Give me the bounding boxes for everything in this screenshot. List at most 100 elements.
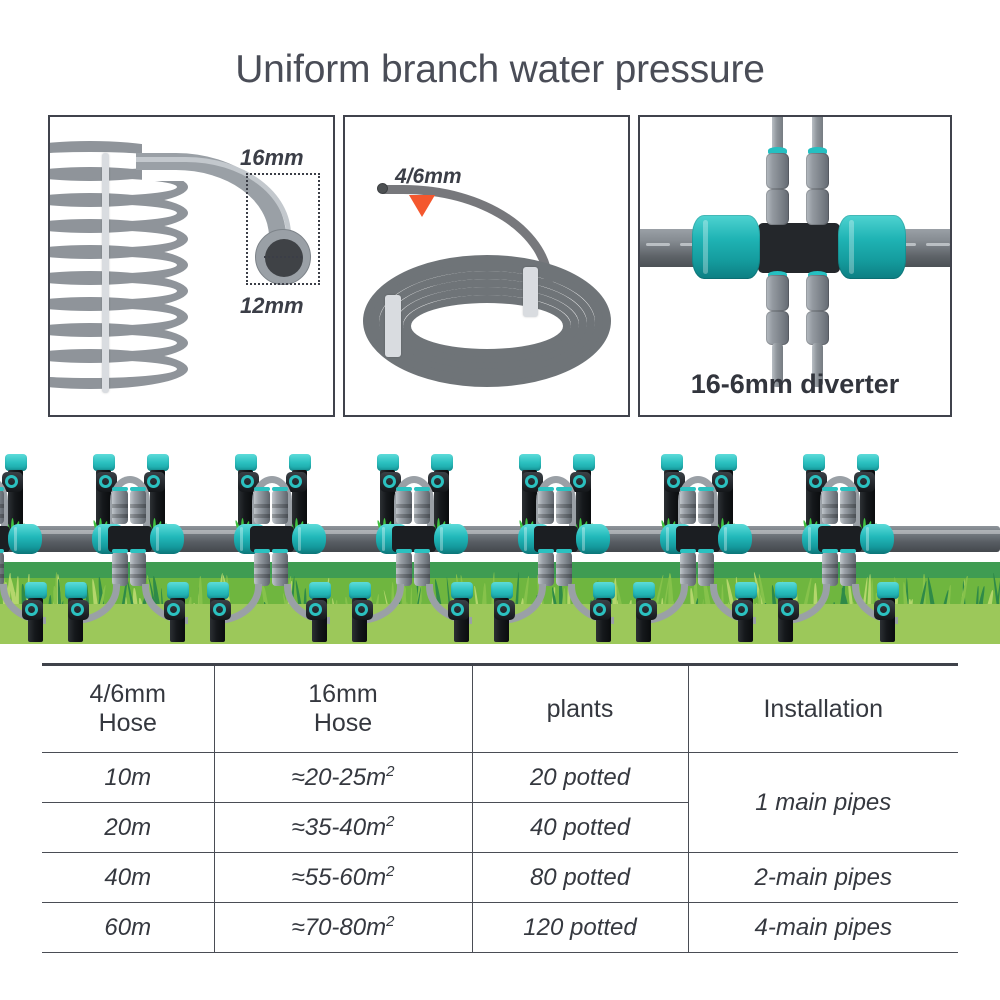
hose-connector (0, 552, 4, 586)
stake-cap (5, 454, 27, 471)
stake-ring (451, 603, 464, 616)
hose-connector (840, 490, 856, 524)
pointer-triangle-icon (409, 195, 435, 217)
stake-cap (309, 582, 331, 599)
grey-quick-fitting (766, 153, 789, 189)
stake-ring (289, 475, 302, 488)
hose-connector (414, 490, 430, 524)
cell-plants: 80 potted (472, 853, 688, 903)
stake-cap (775, 582, 797, 599)
spec-table-wrap: 4/6mmHose16mmHoseplantsInstallation10m≈2… (42, 663, 958, 953)
hose-connector (272, 552, 288, 586)
stake-ring (573, 475, 586, 488)
photo-panel-row: 16mm 12mm 4/6mm (48, 115, 952, 417)
table-header-cell: 4/6mmHose (42, 665, 214, 753)
panel3-caption: 16-6mm diverter (640, 369, 950, 400)
stake-ring (735, 603, 748, 616)
stake-cap (65, 582, 87, 599)
hose-connector (822, 552, 838, 586)
stake-cap (235, 454, 257, 471)
table-header-cell: Installation (688, 665, 958, 753)
hose-connector (680, 490, 696, 524)
stake-cap (167, 582, 189, 599)
stake-cap (857, 454, 879, 471)
stake-cap (207, 582, 229, 599)
cell-plants: 120 potted (472, 903, 688, 953)
cell-hose-16: ≈35-40m2 (214, 803, 472, 853)
panel1-label-16mm: 16mm (240, 145, 304, 171)
stake-cap (593, 582, 615, 599)
teal-compression-nut (860, 524, 894, 554)
stake-ring (25, 603, 38, 616)
stake-cap (377, 454, 399, 471)
diverter-body (758, 223, 840, 273)
stake-cap (289, 454, 311, 471)
stake-cap (735, 582, 757, 599)
hose-connector (130, 552, 146, 586)
coil-tie-strap (385, 295, 401, 357)
hose-connector (396, 552, 412, 586)
table-header-cell: 16mmHose (214, 665, 472, 753)
cell-installation: 1 main pipes (688, 753, 958, 853)
hose-coverage-spec-table: 4/6mmHose16mmHoseplantsInstallation10m≈2… (42, 663, 958, 953)
page-title: Uniform branch water pressure (0, 48, 1000, 92)
hose-connector (396, 490, 412, 524)
stake-ring (525, 475, 538, 488)
panel1-label-12mm: 12mm (240, 293, 304, 319)
stake-ring (383, 475, 396, 488)
stake-cap (661, 454, 683, 471)
hose-connector (680, 552, 696, 586)
dimension-line-inner (264, 256, 302, 258)
cell-hose-16: ≈20-25m2 (214, 753, 472, 803)
irrigation-unit (768, 432, 910, 644)
stake-ring (5, 475, 18, 488)
irrigation-unit (200, 432, 342, 644)
cell-installation: 4-main pipes (688, 903, 958, 953)
table-row: 40m≈55-60m280 potted2-main pipes (42, 853, 958, 903)
stake-ring (667, 475, 680, 488)
stake-ring (147, 475, 160, 488)
stake-ring (71, 603, 84, 616)
stake-cap (633, 582, 655, 599)
stake-ring (639, 603, 652, 616)
stake-ring (213, 603, 226, 616)
stake-cap (803, 454, 825, 471)
cell-hose-46: 20m (42, 803, 214, 853)
irrigation-layout-illustration (0, 432, 1000, 644)
stake-cap (519, 454, 541, 471)
stake-cap (25, 582, 47, 599)
table-row: 10m≈20-25m220 potted1 main pipes (42, 753, 958, 803)
hose-connector (822, 490, 838, 524)
hose-connector (538, 552, 554, 586)
cell-plants: 40 potted (472, 803, 688, 853)
irrigation-unit (626, 432, 768, 644)
teal-compression-nut (576, 524, 610, 554)
stake-cap (491, 582, 513, 599)
teal-compression-nut-right (838, 215, 906, 279)
stake-ring (809, 475, 822, 488)
teal-compression-nut (150, 524, 184, 554)
stake-ring (309, 603, 322, 616)
stake-ring (593, 603, 606, 616)
cell-hose-46: 10m (42, 753, 214, 803)
irrigation-unit (0, 432, 58, 644)
stake-ring (431, 475, 444, 488)
teal-compression-nut-left (692, 215, 760, 279)
hose-connector (272, 490, 288, 524)
stake-ring (781, 603, 794, 616)
hose-connector (556, 552, 572, 586)
dimension-box (246, 173, 320, 285)
irrigation-unit (484, 432, 626, 644)
hose-connector (112, 490, 128, 524)
stake-ring (167, 603, 180, 616)
irrigation-unit (342, 432, 484, 644)
panel2-label-4-6mm: 4/6mm (395, 165, 462, 189)
cell-hose-16: ≈70-80m2 (214, 903, 472, 953)
cell-plants: 20 potted (472, 753, 688, 803)
teal-compression-nut (434, 524, 468, 554)
hose-connector (538, 490, 554, 524)
stake-cap (93, 454, 115, 471)
teal-compression-nut (8, 524, 42, 554)
stake-cap (349, 582, 371, 599)
